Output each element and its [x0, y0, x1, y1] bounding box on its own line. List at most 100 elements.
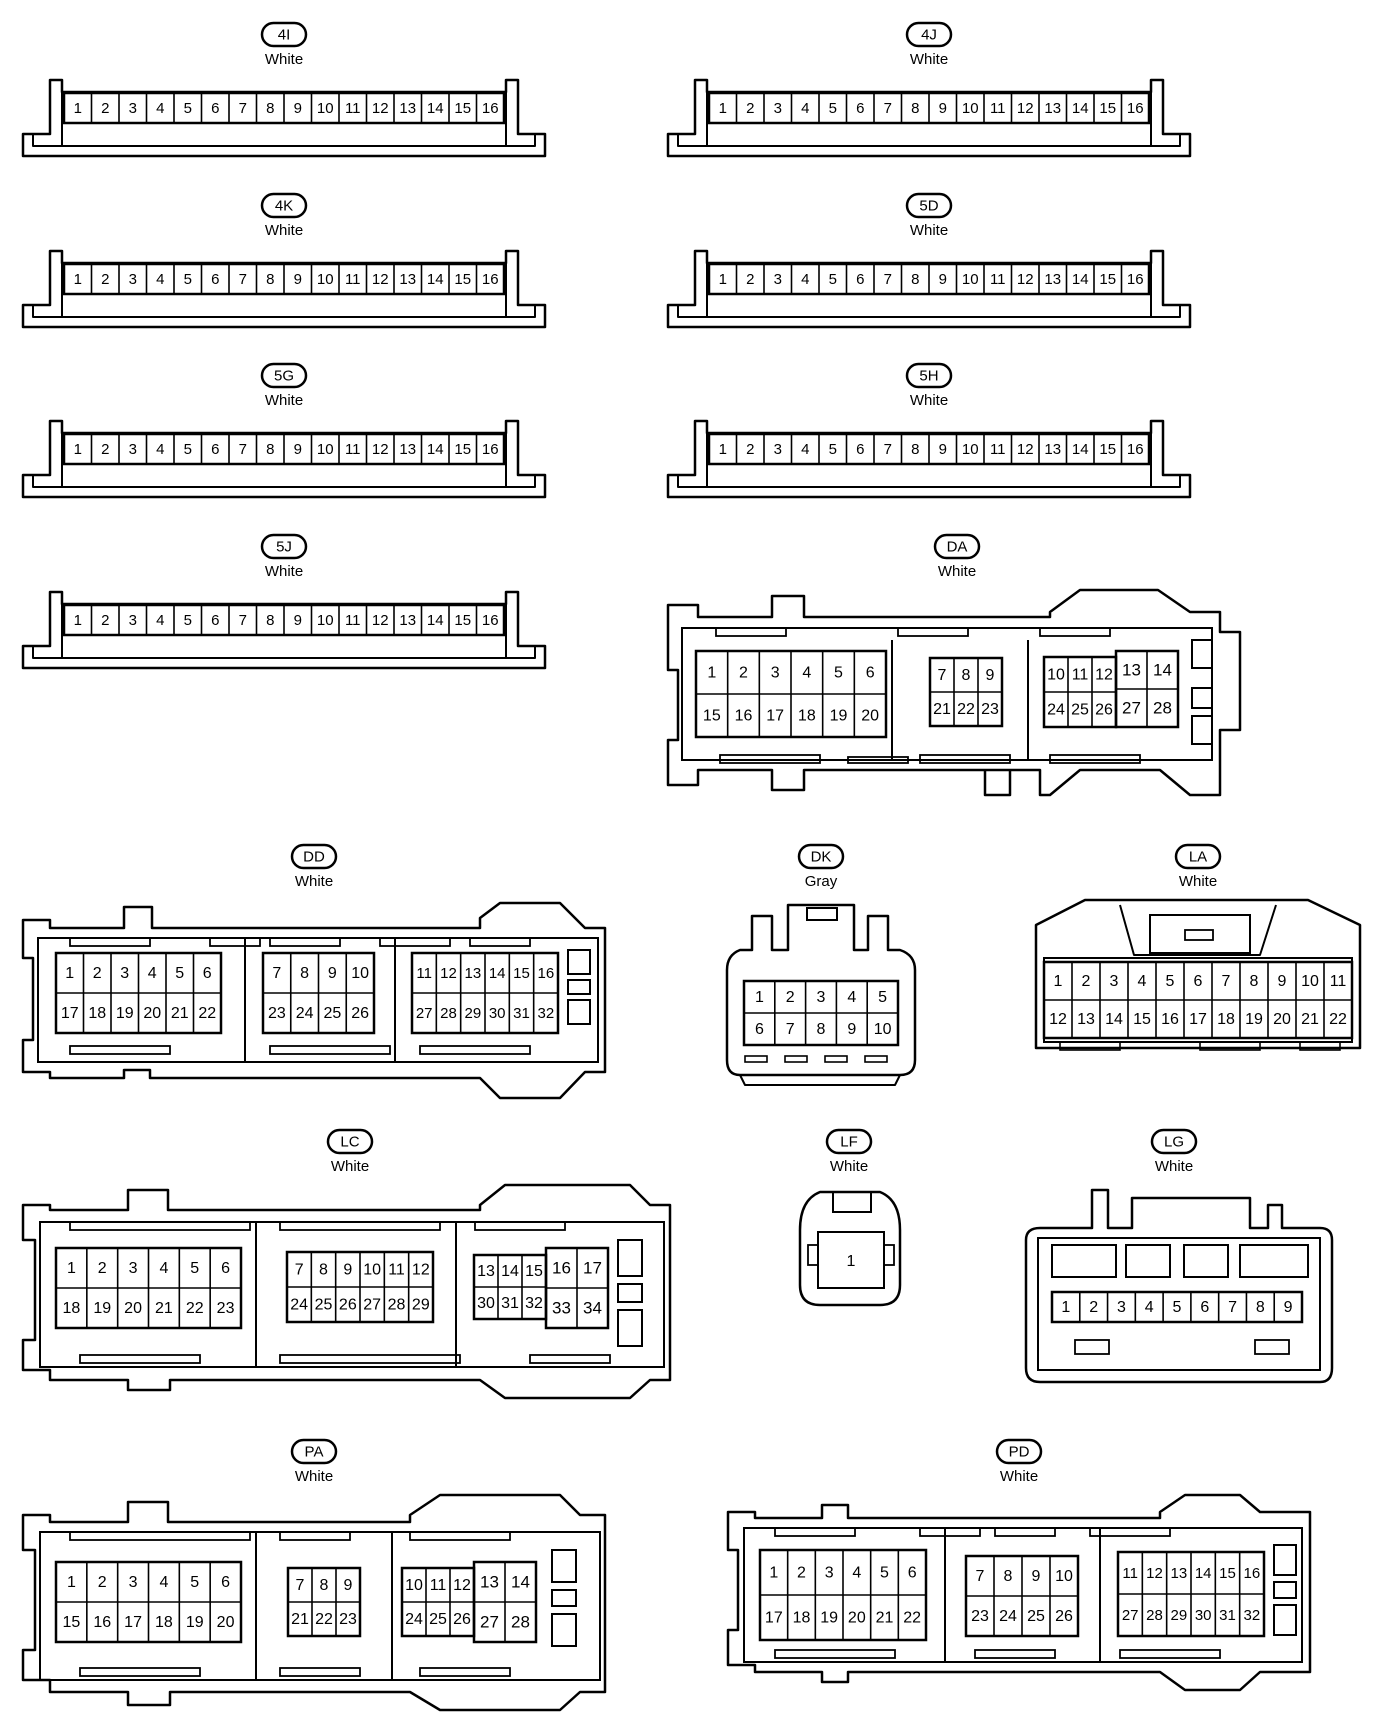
- pin-number: 16: [1127, 271, 1144, 288]
- pin-number: 26: [351, 1005, 369, 1022]
- connector-code-badge: [260, 362, 308, 389]
- pin-number: 13: [1044, 100, 1061, 117]
- pin-number: 15: [454, 612, 471, 629]
- pin-number: 2: [746, 100, 754, 117]
- connector-code: 5J: [276, 538, 292, 555]
- pin-number: 6: [211, 271, 219, 288]
- pin-number: 26: [1055, 1608, 1073, 1625]
- pin-number: 14: [1072, 271, 1089, 288]
- connector-color: White: [1155, 1158, 1193, 1175]
- pin-number: 4: [148, 965, 157, 982]
- pin-number: 16: [482, 100, 499, 117]
- pin-number: 21: [291, 1611, 309, 1628]
- pin-number: 27: [416, 1005, 433, 1022]
- connector-color: White: [331, 1158, 369, 1175]
- pin-number: 15: [1133, 1011, 1151, 1028]
- pin-number: 20: [861, 708, 879, 725]
- pin-number: 17: [124, 1614, 142, 1631]
- pin-number: 7: [239, 271, 247, 288]
- pin-number: 16: [482, 612, 499, 629]
- pin-number: 11: [990, 441, 1006, 458]
- pin-number: 7: [295, 1262, 304, 1279]
- pin-number: 6: [1200, 1299, 1209, 1316]
- pin-number: 21: [933, 701, 951, 718]
- pin-number: 24: [1047, 702, 1065, 719]
- pin-number: 31: [513, 1005, 530, 1022]
- pin-number: 28: [1146, 1607, 1163, 1624]
- pin-number: 8: [319, 1262, 328, 1279]
- connector-code: LG: [1164, 1133, 1184, 1150]
- pin-number: 25: [323, 1005, 341, 1022]
- pin-number: 3: [1110, 973, 1119, 990]
- connector-code-badge: [260, 533, 308, 560]
- pin-number: 12: [453, 1577, 471, 1594]
- pin-number: 1: [719, 271, 727, 288]
- pin-number: 3: [129, 1574, 138, 1591]
- pin-number: 7: [1228, 1299, 1237, 1316]
- pin-number: 2: [1089, 1299, 1098, 1316]
- pin-number: 12: [440, 965, 457, 982]
- connector-code: PD: [1009, 1443, 1030, 1460]
- pin-number: 4: [156, 271, 164, 288]
- connector-color: White: [295, 873, 333, 890]
- connector-color: White: [265, 51, 303, 68]
- pin-number: 9: [986, 667, 995, 684]
- connector-code-badge: [290, 1438, 338, 1465]
- pin-number: 4: [159, 1260, 168, 1277]
- pin-number: 1: [1061, 1299, 1070, 1316]
- connector-color: White: [910, 392, 948, 409]
- pin-number: 22: [315, 1611, 333, 1628]
- pin-number: 30: [1195, 1607, 1212, 1624]
- connector-color: White: [938, 563, 976, 580]
- pin-number: 8: [266, 612, 274, 629]
- pin-number: 5: [878, 989, 887, 1006]
- pin-number: 13: [477, 1263, 495, 1280]
- pin-number: 25: [429, 1611, 447, 1628]
- pin-number: 10: [405, 1577, 423, 1594]
- pin-number: 13: [1170, 1565, 1187, 1582]
- pin-number: 7: [239, 441, 247, 458]
- pin-number: 3: [129, 100, 137, 117]
- pin-number: 13: [480, 1572, 499, 1591]
- pin-number: 16: [552, 1258, 571, 1277]
- pin-number: 11: [345, 271, 361, 288]
- pin-number: 24: [405, 1611, 423, 1628]
- pin-number: 5: [190, 1574, 199, 1591]
- pin-number: 9: [294, 100, 302, 117]
- pin-number: 18: [88, 1005, 106, 1022]
- pin-number: 29: [464, 1005, 481, 1022]
- pin-number: 14: [1072, 100, 1089, 117]
- pin-number: 7: [938, 667, 947, 684]
- pin-number: 28: [440, 1005, 457, 1022]
- connector-code-badge: [905, 362, 953, 389]
- pin-number: 5: [880, 1565, 889, 1582]
- connector-code: DK: [811, 848, 832, 865]
- pin-number: 6: [1194, 973, 1203, 990]
- pin-number: 1: [74, 271, 82, 288]
- pin-number: 10: [317, 271, 334, 288]
- pin-number: 2: [786, 989, 795, 1006]
- pin-number: 12: [372, 612, 389, 629]
- pin-number: 3: [129, 271, 137, 288]
- pin-number: 21: [155, 1300, 173, 1317]
- pin-number: 25: [1071, 702, 1089, 719]
- pin-number: 5: [184, 612, 192, 629]
- pin-number: 20: [1273, 1011, 1291, 1028]
- pin-number: 4: [847, 989, 856, 1006]
- pin-number: 20: [143, 1005, 161, 1022]
- pin-number: 8: [266, 441, 274, 458]
- connector-code: 5G: [274, 367, 294, 384]
- pin-number: 8: [911, 441, 919, 458]
- pin-number: 23: [981, 701, 999, 718]
- pin-number: 13: [399, 271, 416, 288]
- pin-number: 12: [1095, 667, 1113, 684]
- pin-number: 15: [1099, 441, 1116, 458]
- pin-number: 8: [911, 100, 919, 117]
- pin-number: 16: [93, 1614, 111, 1631]
- pin-number: 15: [454, 271, 471, 288]
